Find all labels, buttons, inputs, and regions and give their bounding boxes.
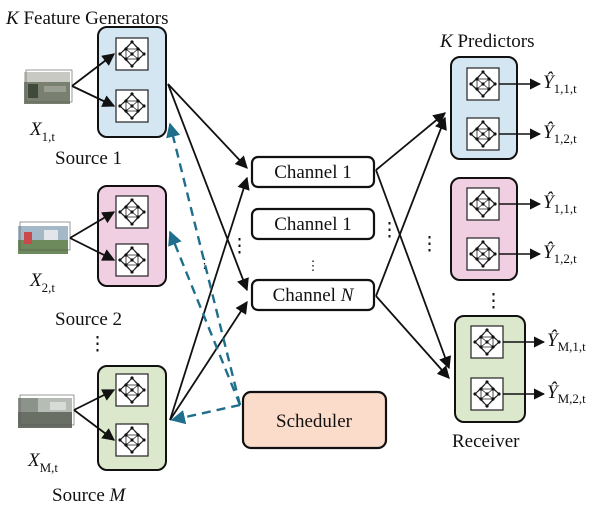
channel-box-2 [250,207,376,241]
source-m-label: Source M [52,485,127,506]
output-label-m-2: ŶM,2,t [547,381,586,406]
output-label-2-1: Ŷ1,1,t [543,191,577,216]
xm-label: XM,t [27,450,58,475]
generator-2b-net-icon [115,243,149,277]
predictor-2a-net-icon [466,187,500,221]
source-2-image [18,221,71,254]
generator-2a-net-icon [115,195,149,229]
receiver-label: Receiver [452,431,520,452]
output-label-m-1: ŶM,1,t [547,329,586,354]
x2-label: X2,t [29,270,55,295]
channel-1-label: Channel 1 [274,162,352,183]
generator-group-2 [97,185,167,287]
channels-ellipsis: ⋮ [307,258,320,273]
scheduler-box [241,390,388,450]
output-arrows [499,78,546,400]
channel-n-label: Channel N [273,285,355,306]
predictor-1b-net-icon [466,117,500,151]
generator-ma-net-icon [115,373,149,407]
channels-side-ellipsis: ⋮ [380,220,399,241]
channel-box-n [250,278,376,312]
generator-to-channel-arrows [167,83,250,421]
channel-box-1 [250,155,376,189]
source-1-image [24,69,73,104]
output-label-1-1: Ŷ1,1,t [543,71,577,96]
source-input-arrows [69,53,116,441]
output-label-2-2: Ŷ1,2,t [543,241,577,266]
predictors-header: K Predictors [439,31,534,52]
output-label-1-2: Ŷ1,2,t [543,121,577,146]
predictors-ellipsis: ⋮ [484,291,503,312]
left-links-ellipsis: ⋮ [230,236,249,257]
dashed-links-ellipsis: ⋮ [198,256,211,271]
scheduler-control-links [166,122,242,425]
generator-mb-net-icon [115,423,149,457]
channel-to-predictor-arrows [375,112,451,379]
generator-1a-net-icon [115,37,149,71]
x1-label: X1,t [29,119,55,144]
right-links-ellipsis: ⋮ [420,234,439,255]
generators-header: K Feature Generators [5,8,169,29]
predictor-mb-net-icon [470,377,504,411]
generator-1b-net-icon [115,89,149,123]
channel-2-label: Channel 1 [274,214,352,235]
source-2-label: Source 2 [55,309,122,330]
sources-ellipsis: ⋮ [88,334,107,355]
source-m-image [18,394,75,428]
scheduler-label: Scheduler [276,411,353,432]
predictor-ma-net-icon [470,325,504,359]
predictor-1a-net-icon [466,67,500,101]
source-1-label: Source 1 [55,148,122,169]
predictor-2b-net-icon [466,237,500,271]
